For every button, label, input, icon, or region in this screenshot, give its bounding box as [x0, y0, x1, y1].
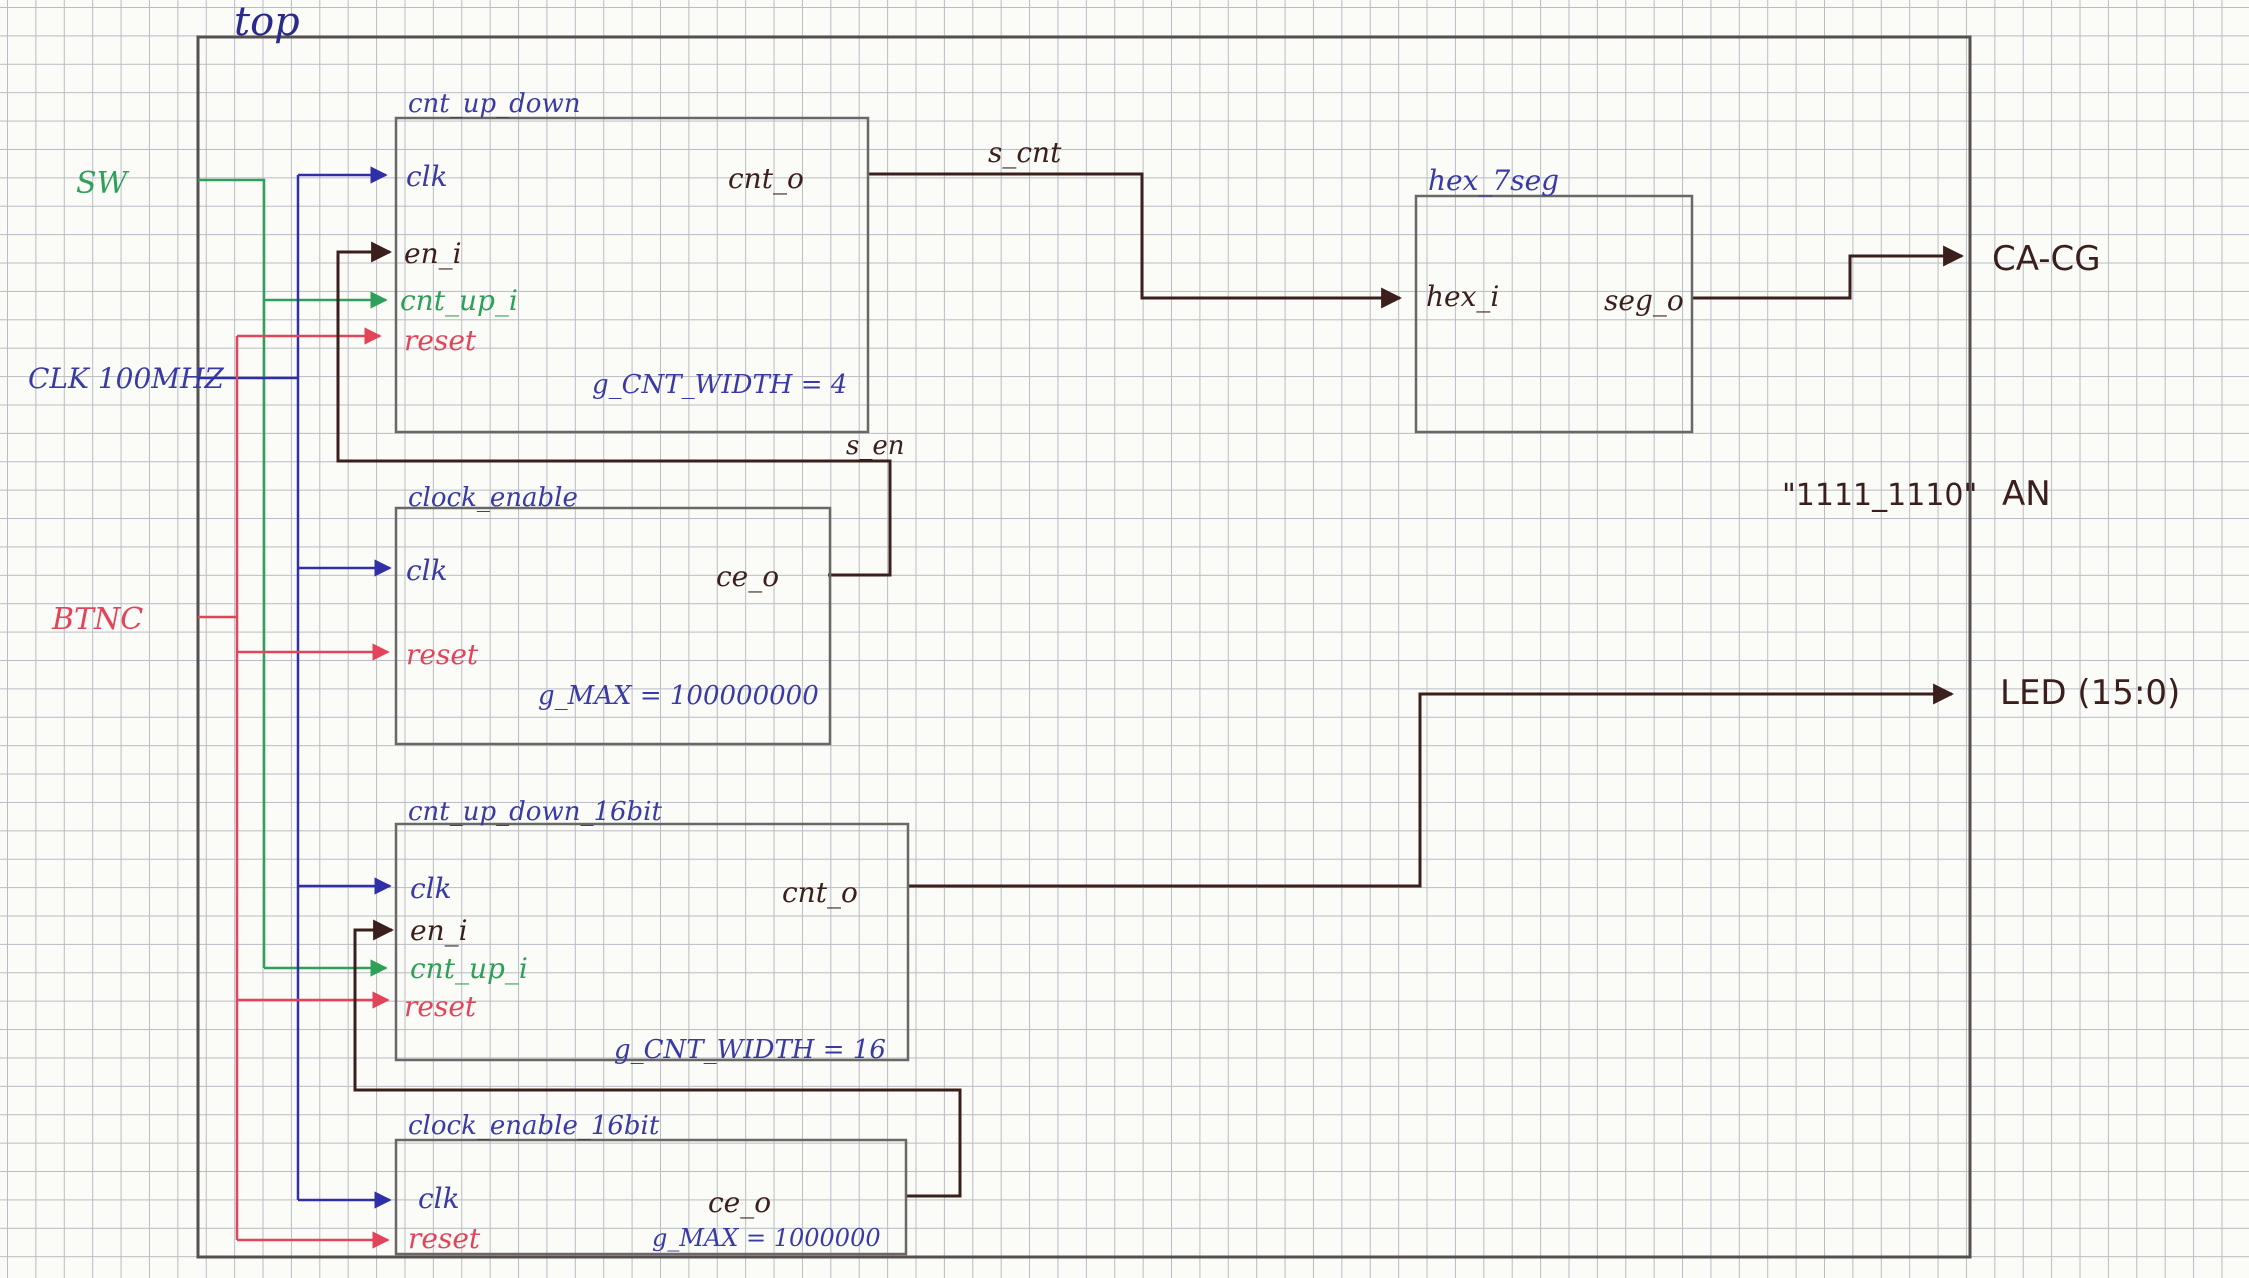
block-cnt-up-down-16bit: cnt_up_down_16bit clk en_i cnt_up_i rese… [394, 797, 910, 1065]
generic-label: g_MAX = 1000000 [652, 1224, 881, 1252]
output-led-label: LED (15:0) [2000, 673, 2180, 713]
signal-s-en: s_en [846, 431, 904, 461]
block-title: hex_7seg [1428, 164, 1559, 197]
port-cnt-o: cnt_o [728, 162, 804, 195]
block-hex-7seg: hex_7seg hex_i seg_o [1414, 164, 1694, 434]
input-clk-label: CLK 100MHZ [28, 362, 224, 395]
block-title: clock_enable_16bit [408, 1111, 660, 1141]
port-reset: reset [406, 638, 479, 671]
input-btn-label: BTNC [51, 602, 143, 637]
top-title: top [234, 0, 300, 45]
wire-clk [198, 166, 392, 1209]
port-reset: reset [404, 324, 477, 357]
port-en-i: en_i [410, 914, 468, 947]
port-clk: clk [410, 872, 452, 905]
port-ce-o: ce_o [708, 1186, 771, 1219]
output-seg-label: CA-CG [1992, 239, 2101, 279]
port-clk: clk [418, 1182, 460, 1215]
output-an-value: "1111_1110" [1782, 478, 1977, 513]
generic-label: g_CNT_WIDTH = 16 [614, 1035, 886, 1065]
input-sw-label: SW [76, 166, 130, 201]
wire-internal [336, 172, 1965, 1198]
port-cnt-up-i: cnt_up_i [400, 284, 518, 317]
block-clock-enable-16bit: clock_enable_16bit clk reset ce_o g_MAX … [394, 1111, 908, 1256]
block-title: cnt_up_down_16bit [408, 797, 662, 827]
wire-sw [198, 178, 388, 977]
generic-label: g_CNT_WIDTH = 4 [592, 370, 847, 400]
block-title: clock_enable [408, 483, 578, 513]
port-en-i: en_i [404, 237, 462, 270]
port-ce-o: ce_o [716, 560, 779, 593]
block-cnt-up-down: cnt_up_down clk en_i cnt_up_i reset cnt_… [394, 89, 870, 434]
block-title: cnt_up_down [408, 89, 580, 119]
port-cnt-up-i: cnt_up_i [410, 952, 528, 985]
output-an-label: AN [2002, 474, 2051, 514]
port-reset: reset [408, 1222, 481, 1255]
port-clk: clk [406, 160, 448, 193]
port-clk: clk [406, 554, 448, 587]
port-cnt-o: cnt_o [782, 876, 858, 909]
generic-label: g_MAX = 100000000 [538, 681, 819, 711]
port-reset: reset [404, 990, 477, 1023]
port-hex-i: hex_i [1426, 280, 1499, 313]
signal-s-cnt: s_cnt [988, 136, 1062, 169]
wire-btn [198, 327, 390, 1249]
port-seg-o: seg_o [1604, 284, 1684, 317]
block-clock-enable: clock_enable clk reset ce_o g_MAX = 1000… [394, 483, 832, 746]
top-frame [196, 35, 1972, 1259]
